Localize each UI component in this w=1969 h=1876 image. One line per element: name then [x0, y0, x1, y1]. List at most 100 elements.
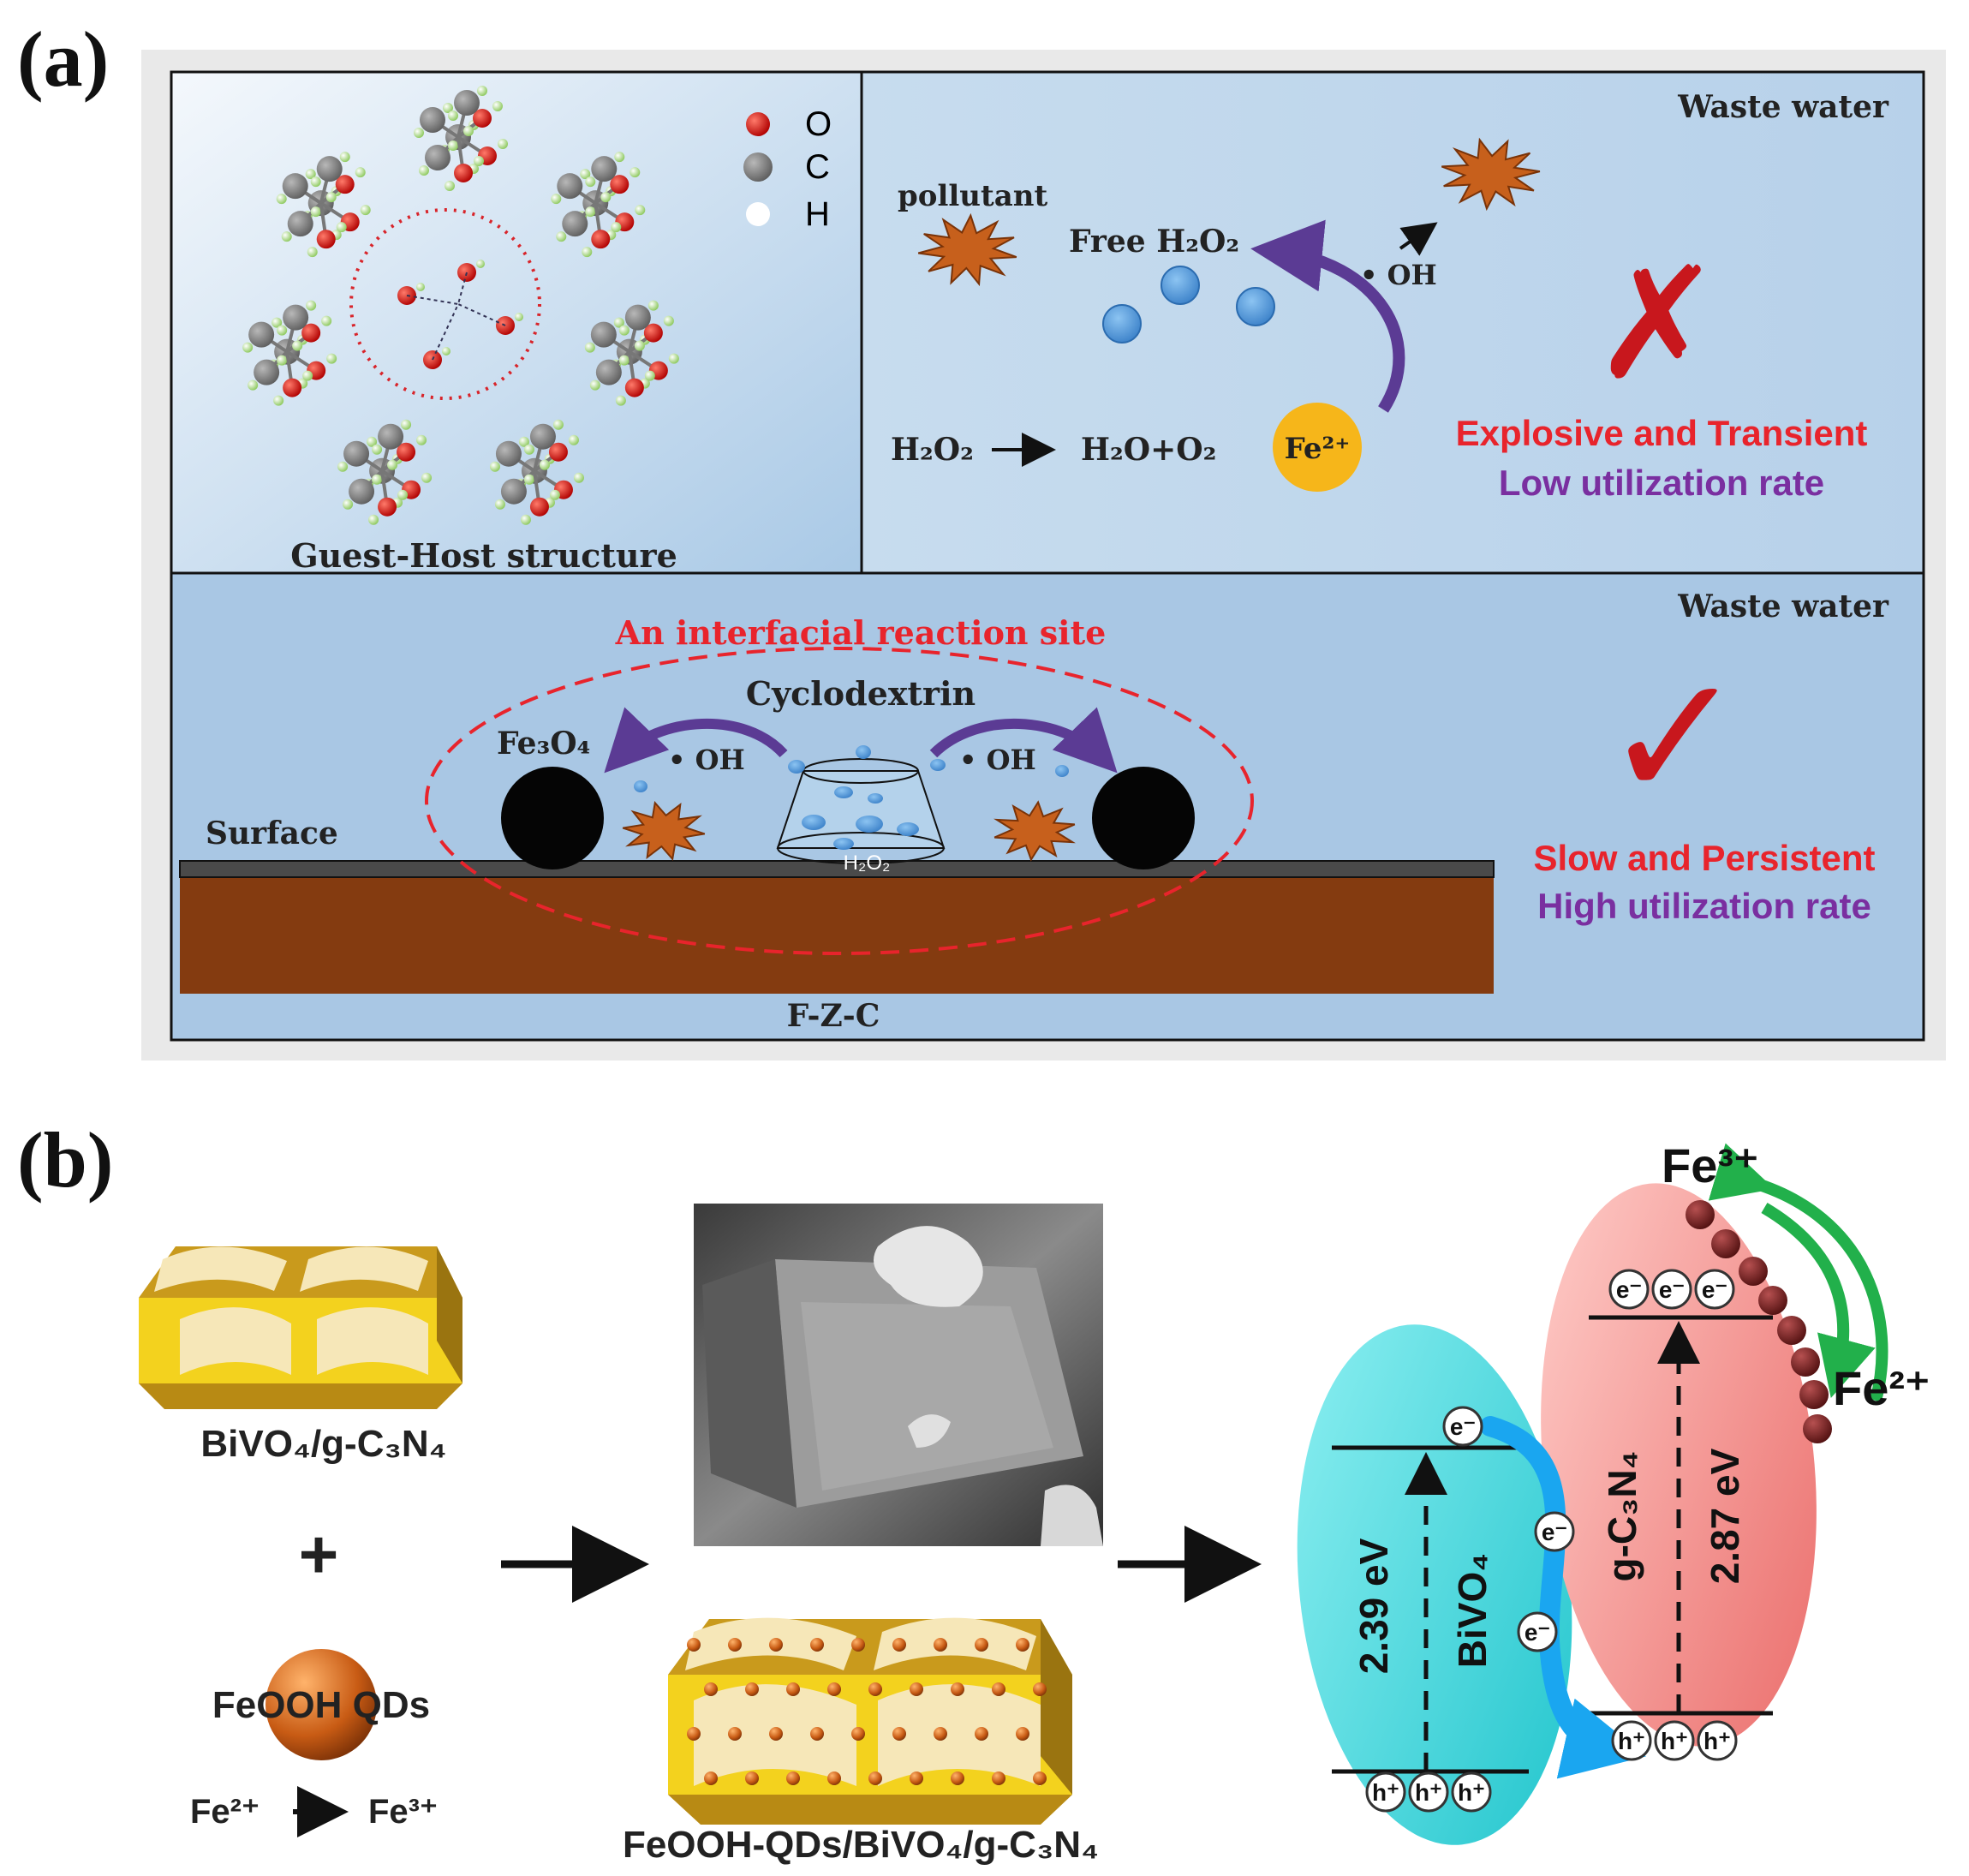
feooh-qd-dot	[704, 1682, 718, 1696]
hydrogen-atom	[523, 444, 534, 455]
status-slow-persistent: Slow and Persistent	[1533, 838, 1875, 878]
panel-b-label: (b)	[17, 1116, 113, 1204]
fe3-ion-label: Fe³⁺	[1662, 1138, 1759, 1192]
oxygen-atom	[610, 175, 629, 194]
interfacial-site-boundary	[425, 647, 1254, 955]
hydrogen-atom	[372, 474, 383, 485]
feooh-qd-dot	[975, 1638, 988, 1652]
hydrogen-atom	[600, 192, 612, 203]
feooh-qd-dot	[892, 1638, 906, 1652]
hole-bivo4-vb-label: h⁺	[1458, 1779, 1485, 1806]
radical-arrow-right	[929, 707, 1118, 774]
status-explosive: Explosive and Transient	[1456, 413, 1868, 453]
oxygen-atom	[473, 109, 492, 128]
hydrogen-atom	[611, 222, 622, 233]
fe3o4-particle	[1092, 767, 1195, 869]
oxygen-atom	[624, 378, 644, 397]
feooh-qd-dot	[892, 1727, 906, 1741]
bivo4-label: BiVO₄	[1450, 1553, 1495, 1668]
bivo4-band-ellipse	[1297, 1324, 1572, 1845]
carbon-atom	[590, 321, 617, 348]
feooh-qd-dot	[1016, 1638, 1029, 1652]
hydrogen-atom	[397, 489, 409, 500]
oxygen-atom	[301, 323, 321, 343]
carbon-atom	[378, 423, 404, 450]
fe-ion-bead	[1799, 1380, 1829, 1409]
feooh-qd-dot	[745, 1682, 759, 1696]
hole-bivo4-vb	[1451, 1771, 1492, 1813]
hole-gc3n4-vb	[1611, 1720, 1652, 1761]
oxygen-atom	[454, 164, 473, 182]
h2o2-droplet	[788, 760, 805, 774]
hydrogen-atom	[325, 192, 337, 203]
surface-layer	[179, 860, 1495, 878]
hole-bivo4-vb-label: h⁺	[1415, 1779, 1442, 1806]
hydrogen-atom	[277, 325, 288, 336]
hydrogen-atom	[368, 514, 379, 525]
electron-gc3n4-cb	[1694, 1269, 1735, 1310]
carbon-atom	[420, 107, 445, 133]
carbon-legend-label: C	[805, 148, 830, 186]
hydrogen-atom	[549, 489, 560, 500]
radical-arrow-left	[604, 707, 788, 774]
surface-label: Surface	[206, 816, 338, 851]
hydrogen-atom	[281, 231, 292, 242]
feooh-qd-dot	[910, 1682, 923, 1696]
f-z-c-substrate	[180, 875, 1494, 994]
carbon-legend-dot	[743, 152, 773, 182]
oxygen-atom	[397, 442, 416, 462]
guest-hydrogen-atom	[416, 283, 425, 291]
atom-legend: O C H	[743, 105, 832, 233]
hydrogen-atom	[668, 353, 679, 364]
hydrogen-atom	[339, 152, 350, 163]
hydrogen-legend-label: H	[805, 195, 830, 233]
electron-transfer	[1517, 1611, 1558, 1652]
carbon-atom	[624, 304, 651, 331]
feooh-qd-dot	[728, 1638, 742, 1652]
hydrogen-atom	[360, 205, 371, 216]
hydrogen-atom	[556, 231, 567, 242]
oxygen-atom	[643, 323, 663, 343]
feooh-qd-dot	[851, 1638, 865, 1652]
hydrogen-atom	[306, 300, 317, 311]
equation-left: H₂O₂	[891, 432, 974, 468]
bivo4-gc3n4-block	[139, 1246, 462, 1409]
carbon-atom	[287, 211, 313, 237]
radical-to-pollutant-arrow	[1399, 222, 1438, 256]
carbon-atom	[529, 423, 556, 450]
feooh-qd-dot	[951, 1771, 964, 1785]
feooh-qd-dot	[704, 1771, 718, 1785]
carbon-atom	[349, 478, 375, 505]
pollutant-star	[917, 212, 1017, 287]
fe3o4-particle	[501, 767, 604, 869]
electron-gc3n4-cb	[1608, 1269, 1650, 1310]
carbon-atom	[248, 321, 275, 348]
oxygen-legend-dot	[746, 112, 770, 136]
feooh-qd-dot	[975, 1727, 988, 1741]
fe2-ion-label: Fe²⁺	[1833, 1361, 1930, 1415]
band-diagram: 2.39 eV BiVO₄ g-C₃N₄ 2.87 eV e⁻e⁻e⁻h⁺h⁺h…	[1297, 1138, 1930, 1845]
panel-a-label: (a)	[17, 15, 109, 103]
carbon-atom	[562, 211, 588, 237]
fe2-ion	[1273, 403, 1362, 492]
carbon-atom	[343, 440, 370, 467]
carbon-atom	[454, 90, 480, 116]
electron-transfer-label: e⁻	[1524, 1619, 1550, 1646]
equation-right: H₂O+O₂	[1081, 432, 1216, 468]
oxidized-pollutant-star	[1441, 137, 1541, 212]
hydrogen-atom	[367, 436, 378, 447]
pollutant-star	[622, 800, 706, 862]
feooh-qd-dot	[786, 1682, 800, 1696]
hydrogen-atom	[355, 167, 366, 178]
plus-sign: +	[299, 1516, 339, 1592]
feooh-qd-dot	[992, 1682, 1005, 1696]
fe-ion-bead	[1791, 1347, 1820, 1377]
hydrogen-atom	[477, 86, 487, 96]
feooh-qd-dot	[810, 1638, 824, 1652]
hydrogen-bond	[432, 303, 459, 361]
feooh-qd-dot	[745, 1771, 759, 1785]
feooh-qd-dot	[851, 1727, 865, 1741]
hydrogen-atom	[629, 167, 641, 178]
feooh-qd-dot	[810, 1727, 824, 1741]
hydrogen-atom	[343, 499, 354, 510]
